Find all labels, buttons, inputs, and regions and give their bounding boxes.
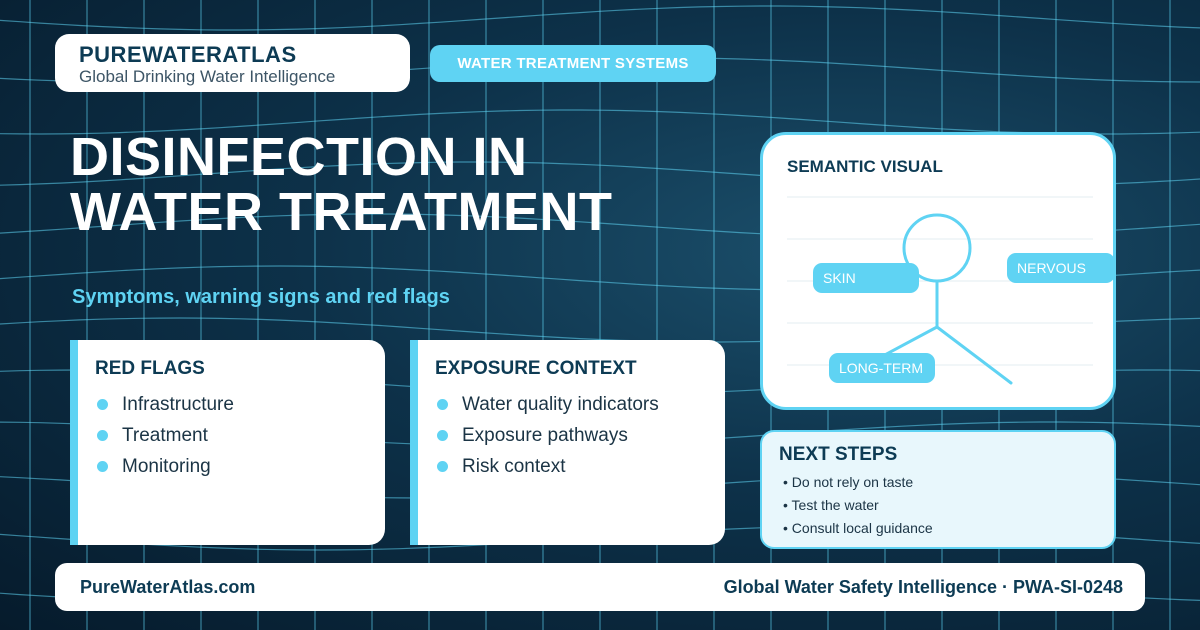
bullet-dot-icon	[437, 399, 448, 410]
footer-bar: PureWaterAtlas.com Global Water Safety I…	[55, 563, 1145, 611]
bullet-dot-icon	[97, 399, 108, 410]
list-item: Risk context	[435, 451, 725, 482]
body-figure	[787, 196, 1093, 385]
brand-box[interactable]: PUREWATERATLAS Global Drinking Water Int…	[55, 34, 410, 92]
semantic-visual-card: SEMANTIC VISUAL SKIN NERVOUS LONG-TERM	[760, 132, 1116, 410]
page-title: DISINFECTION IN WATER TREATMENT	[70, 130, 730, 240]
next-steps-card: NEXT STEPS • Do not rely on taste • Test…	[760, 430, 1116, 549]
red-flags-card: RED FLAGS Infrastructure Treatment Monit…	[70, 340, 385, 545]
exposure-context-card: EXPOSURE CONTEXT Water quality indicator…	[410, 340, 725, 545]
list-item-label: Treatment	[122, 424, 208, 446]
semantic-visual-title: SEMANTIC VISUAL	[787, 157, 943, 176]
label-long-term[interactable]: LONG-TERM	[829, 353, 935, 383]
list-item: Water quality indicators	[435, 389, 725, 420]
list-item: Exposure pathways	[435, 420, 725, 451]
brand-tagline: Global Drinking Water Intelligence	[79, 67, 336, 86]
page-title-line-1: DISINFECTION IN	[70, 127, 528, 187]
footer-tagline: Global Water Safety Intelligence · PWA-S…	[723, 576, 1123, 597]
list-item: • Test the water	[783, 497, 879, 513]
list-item-label: Exposure pathways	[462, 424, 628, 446]
footer-website-link[interactable]: PureWaterAtlas.com	[80, 576, 256, 597]
list-item-label: Monitoring	[122, 455, 211, 477]
list-item: • Do not rely on taste	[783, 474, 914, 490]
category-badge[interactable]: WATER TREATMENT SYSTEMS	[430, 45, 716, 82]
list-item-label: Water quality indicators	[462, 393, 659, 415]
list-item: Monitoring	[95, 451, 385, 482]
bullet-dot-icon	[437, 430, 448, 441]
page-subtitle: Symptoms, warning signs and red flags	[72, 286, 450, 308]
red-flags-title: RED FLAGS	[95, 358, 205, 379]
bullet-dot-icon	[97, 461, 108, 472]
list-item: Infrastructure	[95, 389, 385, 420]
list-item: Treatment	[95, 420, 385, 451]
list-item-label: Risk context	[462, 455, 566, 477]
exposure-context-title: EXPOSURE CONTEXT	[435, 358, 637, 379]
page-title-line-2: WATER TREATMENT	[70, 182, 613, 242]
bullet-dot-icon	[97, 430, 108, 441]
red-flags-list: Infrastructure Treatment Monitoring	[95, 389, 385, 482]
label-skin[interactable]: SKIN	[813, 263, 919, 293]
list-item: • Consult local guidance	[783, 520, 933, 536]
next-steps-list: • Do not rely on taste • Test the water …	[779, 474, 1114, 543]
next-steps-title: NEXT STEPS	[779, 444, 898, 465]
bullet-dot-icon	[437, 461, 448, 472]
label-nervous[interactable]: NERVOUS	[1007, 253, 1115, 283]
list-item-label: Infrastructure	[122, 393, 234, 415]
brand-name: PUREWATERATLAS	[79, 42, 297, 67]
exposure-context-list: Water quality indicators Exposure pathwa…	[435, 389, 725, 482]
human-figure-icon	[879, 213, 1013, 385]
